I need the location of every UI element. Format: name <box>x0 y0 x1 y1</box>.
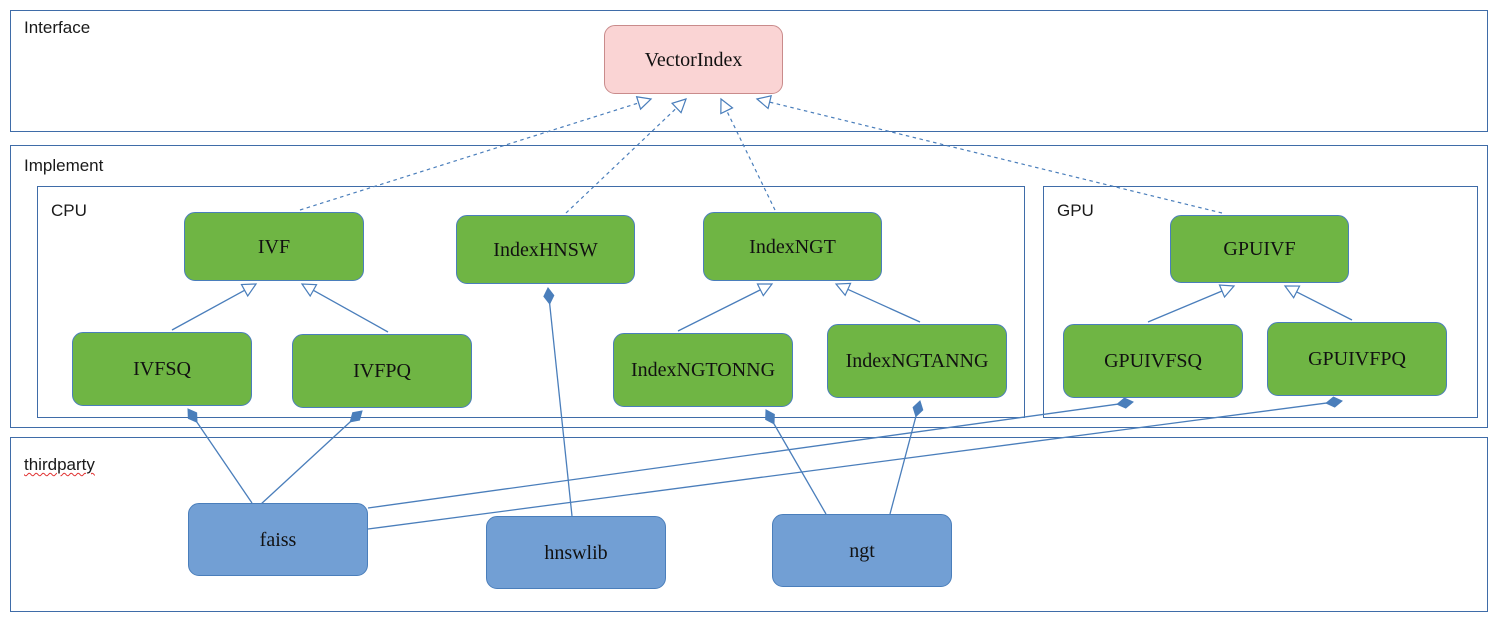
group-label-interface: Interface <box>24 18 91 37</box>
group-label-thirdparty: thirdparty <box>24 455 95 474</box>
node-ivf[interactable]: IVF <box>184 212 364 281</box>
node-ivfsq[interactable]: IVFSQ <box>72 332 252 406</box>
node-indexngt[interactable]: IndexNGT <box>703 212 882 281</box>
node-indexngtonng[interactable]: IndexNGTONNG <box>613 333 793 407</box>
node-hnswlib[interactable]: hnswlib <box>486 516 666 589</box>
node-ivfpq[interactable]: IVFPQ <box>292 334 472 408</box>
group-label-gpu: GPU <box>1057 201 1094 220</box>
node-ngt[interactable]: ngt <box>772 514 952 587</box>
node-indexhnsw[interactable]: IndexHNSW <box>456 215 635 284</box>
group-label-implement: Implement <box>24 156 104 175</box>
group-label-cpu: CPU <box>51 201 87 220</box>
node-vectorindex[interactable]: VectorIndex <box>604 25 783 94</box>
node-gpuivfsq[interactable]: GPUIVFSQ <box>1063 324 1243 398</box>
node-faiss[interactable]: faiss <box>188 503 368 576</box>
node-indexngtanng[interactable]: IndexNGTANNG <box>827 324 1007 398</box>
node-gpuivfpq[interactable]: GPUIVFPQ <box>1267 322 1447 396</box>
node-gpuivf[interactable]: GPUIVF <box>1170 215 1349 283</box>
